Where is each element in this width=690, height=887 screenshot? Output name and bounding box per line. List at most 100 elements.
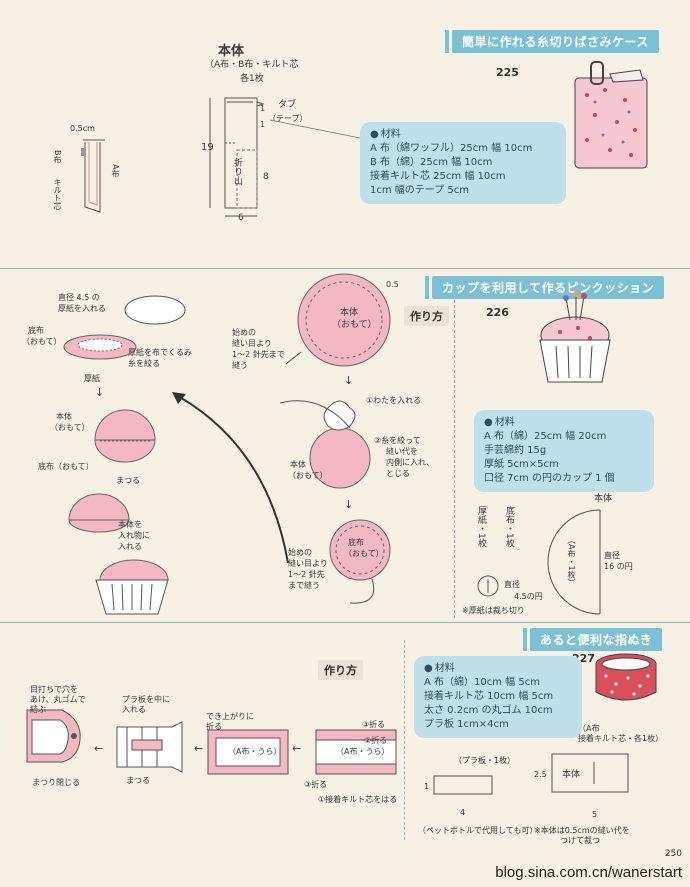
step-fold-a: ③折る: [362, 720, 386, 729]
step-a-back2: （A布・うら）: [336, 747, 390, 756]
vertical-divider: [454, 300, 455, 618]
dim-h: 19: [201, 142, 214, 153]
step-startb1: 始めの: [288, 548, 312, 557]
pattern-h: 2.5: [534, 770, 547, 779]
step-body3-sub: （おもて）: [288, 471, 328, 480]
cross-quilt: キルト芯: [53, 178, 62, 210]
pattern-thick: 厚紙・1枚: [476, 506, 486, 548]
pattern-plate-w: 4: [460, 808, 466, 817]
material-item: プラ板 1cm×4cm: [424, 719, 509, 730]
material-item: 厚紙 5cm×5cm: [484, 459, 559, 470]
insert-diagram: [68, 493, 130, 533]
body-circle-diagram: [285, 273, 391, 367]
step-startb4: まで縫う: [288, 581, 320, 590]
thimble-ring-diagram: [26, 709, 81, 763]
materials-title: 材料: [424, 662, 572, 676]
step-start3: 1～2 針先まで: [232, 350, 285, 359]
pattern-a-label1: （A布: [578, 724, 600, 733]
step-base3-sub: （おもて）: [344, 549, 384, 558]
pattern-note227b: つけて裁つ: [560, 836, 600, 845]
pattern-plate-h: 1: [424, 782, 430, 791]
step-cardboard: 直径 4.5 の: [58, 293, 100, 302]
material-item: 接着キルト芯 10cm 幅 5cm: [424, 691, 554, 702]
section1-header: 簡単に作れる糸切りばさみケース: [445, 30, 659, 53]
step-fold1: でき上がりに: [206, 712, 254, 721]
pincushion-illustration: [539, 291, 611, 383]
pattern-a-label: （A布・1枚）: [567, 536, 576, 587]
circle-label: 本体: [340, 308, 359, 318]
curved-arrow: [172, 392, 289, 564]
step-start1: 始めの: [232, 328, 256, 337]
step-sew3: まつり閉じる: [32, 778, 80, 787]
pattern-base: 底布・1枚: [504, 506, 514, 548]
materials-box-225: 材料 A 布（綿ワッフル）25cm 幅 10cm B 布（綿）25cm 幅 10…: [360, 122, 566, 204]
thimble-illustration: [595, 653, 657, 701]
step-start4: 縫う: [232, 361, 248, 370]
materials-box-227: 材料 A 布（綿）10cm 幅 5cm 接着キルト芯 10cm 幅 5cm 太さ…: [414, 656, 582, 738]
leader-line: [269, 119, 361, 139]
dim-one-b: 1: [260, 120, 266, 129]
cross-section-diagram: [81, 139, 105, 213]
circle-sub: （おもて）: [332, 320, 377, 330]
step-hole3: 結ぶ: [30, 705, 46, 714]
cross-top: 0.5cm: [70, 124, 95, 133]
fold-diagram: [207, 729, 289, 775]
dim-w: 6: [238, 213, 244, 223]
step-insert2: 入れ物に: [118, 531, 150, 540]
pattern-body227: 本体: [562, 770, 581, 780]
item-number-225: 225: [496, 66, 519, 79]
plate-insert-diagram: [116, 721, 183, 773]
pattern-sub2: 各1枚: [240, 74, 264, 84]
howto-label-227: 作り方: [318, 660, 363, 680]
dim-one-a: 1: [260, 104, 266, 113]
step-sew2: まつる: [126, 776, 150, 785]
item-number-226: 226: [486, 306, 509, 319]
dim-side: 8: [263, 172, 269, 182]
step-insert: 本体を: [118, 520, 142, 529]
step-cardboard2: 厚紙を入れる: [58, 304, 106, 313]
step-fold-c: ③折る: [304, 780, 328, 789]
pattern-body: 本体: [594, 494, 613, 504]
pattern-note227: ※本体は0.5cmの縫い代を: [534, 826, 630, 835]
section-divider: [0, 622, 690, 623]
materials-title: 材料: [484, 416, 644, 430]
step-fold2: 折る: [206, 722, 222, 731]
step-quilt: ①接着キルト芯をはる: [318, 795, 398, 804]
arrow-left-icon: ←: [292, 742, 302, 755]
material-item: A 布（綿）10cm 幅 5cm: [424, 677, 540, 688]
arrow-down-icon: ↓: [344, 498, 354, 511]
materials-box-226: 材料 A 布（綿）25cm 幅 20cm 手芸綿約 15g 厚紙 5cm×5cm…: [474, 410, 654, 492]
step-base2: 底布（おもて）: [38, 462, 94, 471]
step-base-sub: （おもて）: [22, 337, 62, 346]
step-plate1: プラ板を中に: [122, 695, 170, 704]
step-startb2: 縫い目より: [288, 559, 328, 568]
small-circle-pattern: [477, 575, 499, 597]
pattern-small-diam2: 4.5の円: [514, 592, 543, 601]
arrow-left-icon: ←: [94, 742, 104, 755]
tab-sub: （テープ）: [268, 114, 308, 123]
step-squeeze3: 内側に入れ、: [386, 458, 435, 467]
step-body-sub: （おもて）: [50, 423, 90, 432]
body-pattern-circle: [547, 509, 601, 615]
step-hole1: 目打ちで穴を: [30, 685, 78, 694]
pattern-small-diam: 直径: [504, 580, 520, 589]
material-item: A 布（綿ワッフル）25cm 幅 10cm: [370, 143, 533, 154]
fold-label: 折り山: [232, 158, 242, 185]
pattern-note: ※厚紙は裁ち切り: [462, 606, 525, 615]
step-fold-b: ②折る: [364, 736, 388, 745]
material-item: B 布（綿）25cm 幅 10cm: [370, 157, 493, 168]
material-item: 手芸綿約 15g: [484, 445, 547, 456]
tab-label: タブ: [278, 100, 297, 110]
pattern-diam2: 16 の円: [604, 562, 633, 571]
plate-pattern: [433, 775, 493, 795]
step-squeeze2: 縫い代を: [386, 447, 418, 456]
howto-label-226: 作り方: [404, 306, 449, 326]
step-a-back: （A布・うら）: [228, 747, 282, 756]
quilt-diagram: [315, 729, 397, 775]
pattern-sub1: （A布・B布・キルト芯: [205, 60, 299, 70]
pattern-plate: （プラ板・1枚）: [454, 756, 516, 765]
arrow-down-icon: ↓: [95, 386, 105, 399]
material-item: 1cm 幅のテープ 5cm: [370, 185, 469, 196]
step-body3: 本体: [290, 460, 306, 469]
stuffing-diagram: [279, 400, 371, 489]
